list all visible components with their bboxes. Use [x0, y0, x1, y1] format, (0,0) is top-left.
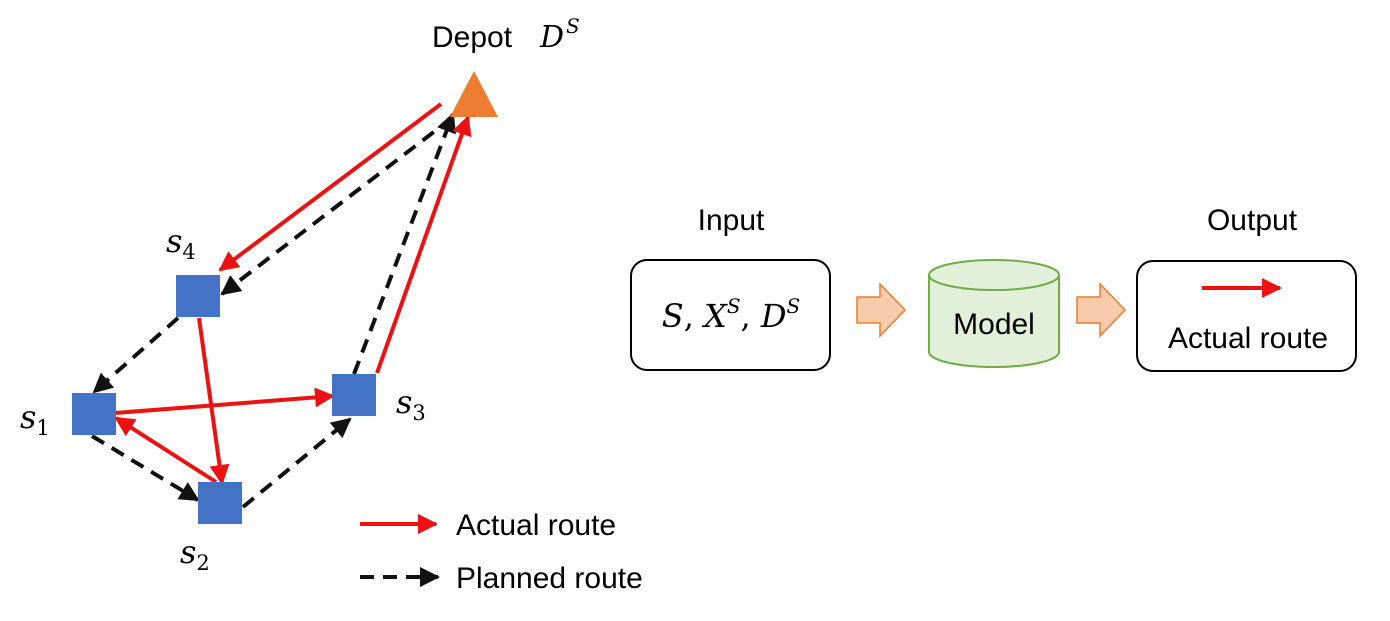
depot-triangle	[450, 71, 498, 117]
output-label: Actual route	[1168, 322, 1328, 355]
actual-route-edges	[114, 102, 472, 485]
model-cylinder: Model	[928, 259, 1060, 368]
planned-edge-s4-s1	[92, 316, 180, 394]
actual-edge-s4-s2	[197, 317, 230, 485]
model-cylinder-body	[928, 275, 1060, 368]
stop-s1-node	[72, 393, 116, 435]
output-title: Output	[1207, 204, 1298, 237]
depot-symbol: D	[539, 20, 564, 55]
legend: Actual route Planned route	[360, 509, 643, 595]
output-box	[1136, 260, 1357, 372]
legend-planned-label: Planned route	[456, 562, 643, 595]
planned-edge-s2-s3	[241, 417, 352, 509]
depot-label: Depot	[432, 21, 513, 54]
input-box	[630, 259, 831, 371]
stop-s2-label: s2	[180, 533, 210, 575]
stop-s4-node	[176, 275, 220, 317]
planned-route-edges	[90, 112, 456, 509]
flow-arrow-input-to-model	[856, 282, 907, 338]
planned-edge-depot-s4	[220, 116, 454, 296]
stop-s2-node	[198, 482, 242, 524]
input-content: S, XS, DS	[662, 294, 800, 335]
stop-s3-label: s3	[396, 383, 426, 425]
stop-s1-label: s1	[20, 398, 50, 440]
actual-edge-s1-s3	[114, 387, 335, 415]
actual-edge-s3-depot	[375, 115, 472, 374]
depot-superscript: S	[566, 14, 580, 38]
flow-arrow-model-to-output	[1076, 282, 1127, 338]
stop-s4-label: s4	[166, 222, 196, 264]
stop-s3-node	[332, 374, 376, 416]
legend-actual-label: Actual route	[456, 509, 616, 542]
input-title: Input	[698, 204, 765, 237]
actual-edge-depot-s4	[218, 102, 443, 272]
actual-edge-s2-s1	[114, 416, 218, 484]
model-cylinder-top	[928, 259, 1060, 291]
model-label: Model	[953, 308, 1035, 341]
planned-edge-s3-depot	[352, 112, 456, 375]
planned-edge-s1-s2	[90, 434, 200, 502]
